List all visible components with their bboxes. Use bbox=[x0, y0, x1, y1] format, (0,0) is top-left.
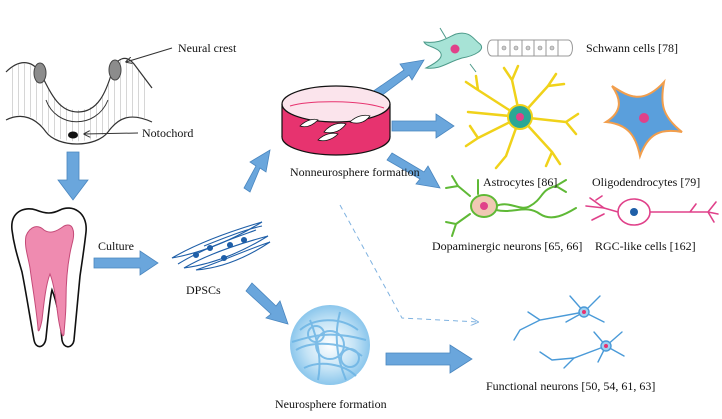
neural-crest-embryo bbox=[5, 47, 173, 145]
neural-crest-label: Neural crest bbox=[178, 41, 237, 55]
neurosphere-label: Neurosphere formation bbox=[275, 397, 387, 411]
rgc-like-cells-label: RGC-like cells [162] bbox=[595, 239, 696, 253]
neural-crest-pointer bbox=[126, 47, 173, 62]
oligodendrocytes-label: Oligodendrocytes [79] bbox=[592, 175, 701, 189]
petri-dish bbox=[281, 85, 391, 156]
dpscs-cells bbox=[171, 221, 271, 271]
astrocytes-label: Astrocytes [86] bbox=[483, 175, 558, 189]
dopaminergic-neuron bbox=[445, 175, 577, 237]
notochord-dot bbox=[68, 131, 78, 139]
culture-label: Culture bbox=[98, 239, 134, 253]
right-crest-blob bbox=[108, 59, 122, 81]
astrocyte-cell bbox=[464, 64, 580, 170]
arrow-dpscs-to-dish bbox=[243, 149, 271, 193]
schwann-cells-label: Schwann cells [78] bbox=[586, 41, 678, 55]
oligodendrocyte-cell bbox=[602, 78, 683, 160]
tooth-illustration bbox=[11, 207, 87, 348]
dpscs-label: DPSCs bbox=[186, 283, 221, 297]
nonneurosphere-label: Nonneurosphere formation bbox=[290, 165, 420, 179]
arrow-dish-to-dopaminergic bbox=[386, 152, 441, 189]
rgc-like-cell bbox=[585, 195, 719, 226]
arrow-dpscs-to-neurosphere bbox=[245, 282, 289, 325]
arrow-embryo-to-tooth bbox=[57, 151, 89, 201]
notochord-label: Notochord bbox=[142, 126, 194, 140]
flow-arrows bbox=[57, 59, 473, 374]
functional-neurons-label: Functional neurons [50, 54, 61, 63] bbox=[486, 379, 656, 393]
left-crest-blob bbox=[33, 62, 47, 84]
dopaminergic-neurons-label: Dopaminergic neurons [65, 66] bbox=[432, 239, 583, 253]
schwann-cell bbox=[423, 27, 573, 73]
neurosphere-illustration bbox=[290, 305, 370, 385]
functional-neurons bbox=[513, 295, 625, 369]
arrow-tooth-to-dpscs bbox=[93, 250, 159, 276]
notochord-pointer bbox=[84, 133, 139, 134]
arrow-dish-to-astrocytes bbox=[391, 113, 455, 139]
dashed-arrow-to-functional bbox=[339, 204, 478, 322]
arrow-neurosphere-to-functional bbox=[385, 344, 473, 374]
